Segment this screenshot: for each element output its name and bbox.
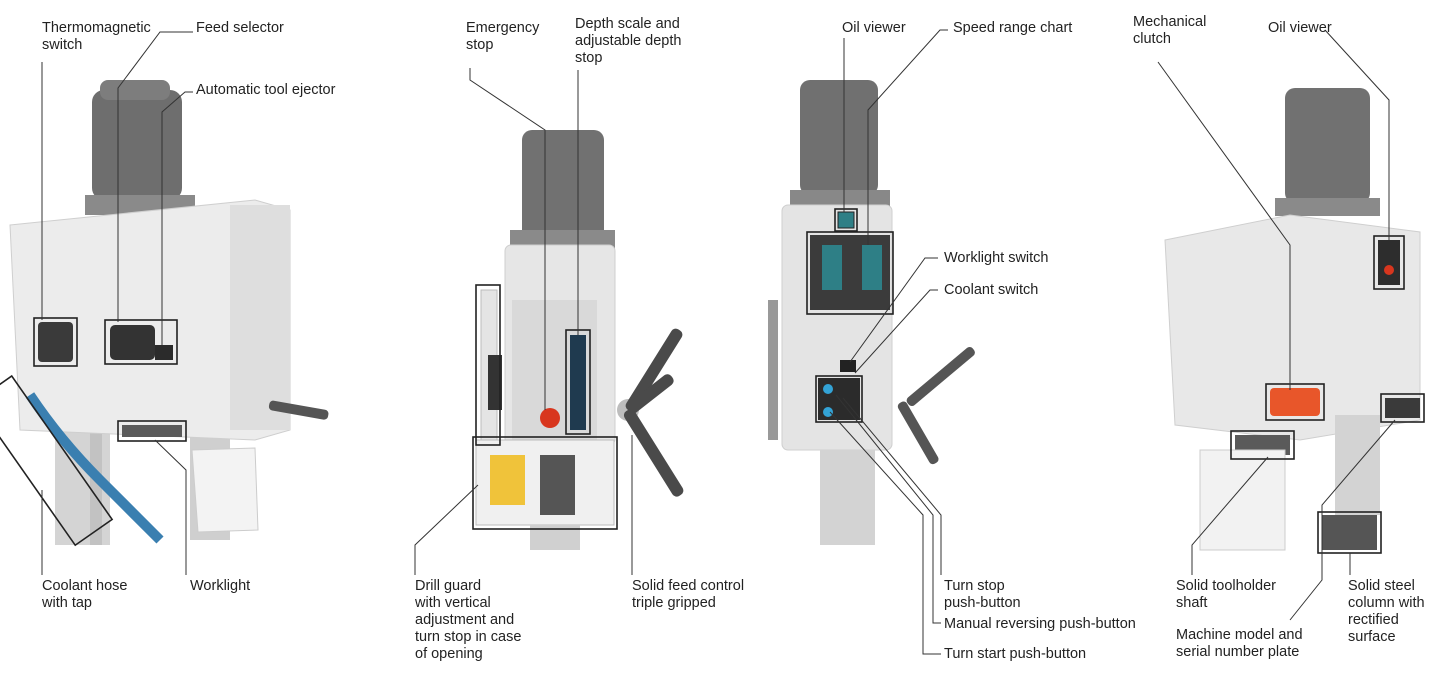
column-3: [820, 450, 875, 545]
machine-view-1: [0, 80, 329, 547]
label-worklight: Worklight: [190, 578, 251, 594]
motor-1-top: [100, 80, 170, 100]
feed-selector-1: [110, 325, 155, 360]
label-feed-selector: Feed selector: [196, 20, 284, 36]
motor-3-base: [790, 190, 890, 208]
label-drill-guard: Drill guard with vertical adjustment and…: [415, 578, 522, 662]
hose-1: [25, 392, 164, 544]
thermo-switch-1: [38, 322, 73, 362]
speed-chart-3: [822, 245, 842, 290]
turn-start-button-3: [823, 407, 833, 417]
label-depth-scale: Depth scale and adjustable depth stop: [575, 16, 682, 66]
plate-4: [1385, 398, 1420, 418]
label-automatic-tool-ejector: Automatic tool ejector: [196, 82, 336, 98]
headstock-1-side: [230, 205, 290, 430]
guard-4: [1199, 449, 1286, 551]
label-thermomagnetic-switch: Thermomagnetic switch: [42, 20, 151, 53]
leader-mechanical-clutch: [1157, 61, 1291, 390]
label-solid-steel-column: Solid steel column with rectified surfac…: [1348, 578, 1425, 645]
worklight-1: [122, 425, 182, 437]
leader-worklight-switch: [849, 257, 938, 363]
hl-drill-guard-2: [472, 436, 618, 530]
hl-oil-3: [834, 208, 858, 232]
hl-clutch-4: [1265, 383, 1325, 421]
leader-turn-start: [829, 411, 941, 655]
label-speed-range-chart: Speed range chart: [953, 20, 1073, 36]
guard-handle-2: [488, 355, 502, 410]
leader-emergency: [469, 68, 546, 410]
oil-viewer-4-dot: [1384, 265, 1394, 275]
feed-arm-2c: [623, 409, 684, 497]
label-turn-start: Turn start push-button: [944, 646, 1087, 662]
tool-ejector-1: [155, 345, 173, 360]
leader-serial-plate: [1289, 419, 1396, 621]
label-machine-plate: Machine model and serial number plate: [1176, 627, 1303, 660]
feed-lever-3: [906, 346, 975, 407]
label-oil-viewer-4: Oil viewer: [1268, 20, 1332, 36]
headstock-4: [1164, 214, 1421, 441]
motor-2: [522, 130, 604, 240]
machine-view-4: [1164, 88, 1425, 554]
label-turn-stop: Turn stop push-button: [944, 578, 1021, 611]
side-lever-3: [768, 300, 778, 440]
emergency-stop-2: [540, 408, 560, 428]
coolant-box-2: [490, 455, 525, 505]
hl-shaft-4: [1230, 430, 1295, 460]
column-4: [1335, 415, 1380, 515]
depth-scale-2: [570, 335, 586, 430]
guard-1: [191, 447, 259, 533]
label-solid-feed-control: Solid feed control triple gripped: [632, 578, 745, 611]
label-coolant-switch: Coolant switch: [944, 282, 1039, 298]
hl-feed-1: [104, 319, 178, 365]
column-4-base: [1322, 515, 1377, 550]
oil-viewer-4: [1378, 240, 1400, 285]
feed-arm-2a: [625, 328, 683, 412]
motor-4: [1285, 88, 1370, 203]
machine-view-3: [768, 80, 975, 545]
feed-arm-2b: [626, 374, 674, 414]
label-worklight-switch: Worklight switch: [944, 250, 1049, 266]
motor-4-base: [1275, 198, 1380, 216]
hl-thermo-1: [33, 317, 78, 367]
leader-coolant-switch: [854, 289, 938, 374]
hl-plate-4: [1380, 393, 1425, 423]
label-mechanical-clutch: Mechanical clutch: [1133, 14, 1207, 47]
leader-tool-ejector: [161, 91, 193, 345]
motor-3: [800, 80, 878, 195]
hl-gear-3: [806, 231, 894, 315]
leader-feed-selector: [117, 31, 193, 322]
worklight-switch-3: [840, 360, 856, 372]
leader-worklight: [154, 439, 187, 575]
motor-1: [92, 90, 182, 200]
leader-oil-viewer-4: [1324, 29, 1390, 240]
hl-hose-1: [0, 374, 114, 547]
reverse-button-3: [823, 384, 833, 394]
hl-guard-column-2: [475, 284, 501, 446]
machine-view-2: [472, 130, 684, 550]
leader-lines: [41, 29, 1396, 655]
label-oil-viewer-3: Oil viewer: [842, 20, 906, 36]
feed-lever-3b: [897, 401, 939, 465]
label-coolant-hose: Coolant hose with tap: [42, 578, 128, 611]
leader-speed-chart: [867, 29, 948, 245]
leader-manual-reversing: [835, 394, 941, 624]
label-solid-toolholder-shaft: Solid toolholder shaft: [1176, 578, 1276, 611]
clutch-4: [1270, 388, 1320, 416]
hl-worklight-1: [117, 420, 187, 442]
label-emergency-stop: Emergency stop: [466, 20, 540, 53]
speed-chart-3b: [862, 245, 882, 290]
label-manual-reversing: Manual reversing push-button: [944, 616, 1136, 632]
oil-viewer-3: [837, 211, 855, 229]
leader-drill-guard: [414, 484, 479, 575]
feed-lever-1: [268, 400, 329, 420]
leader-turn-stop: [842, 397, 942, 575]
spindle-2: [540, 455, 575, 515]
leader-toolholder-shaft: [1191, 456, 1269, 575]
